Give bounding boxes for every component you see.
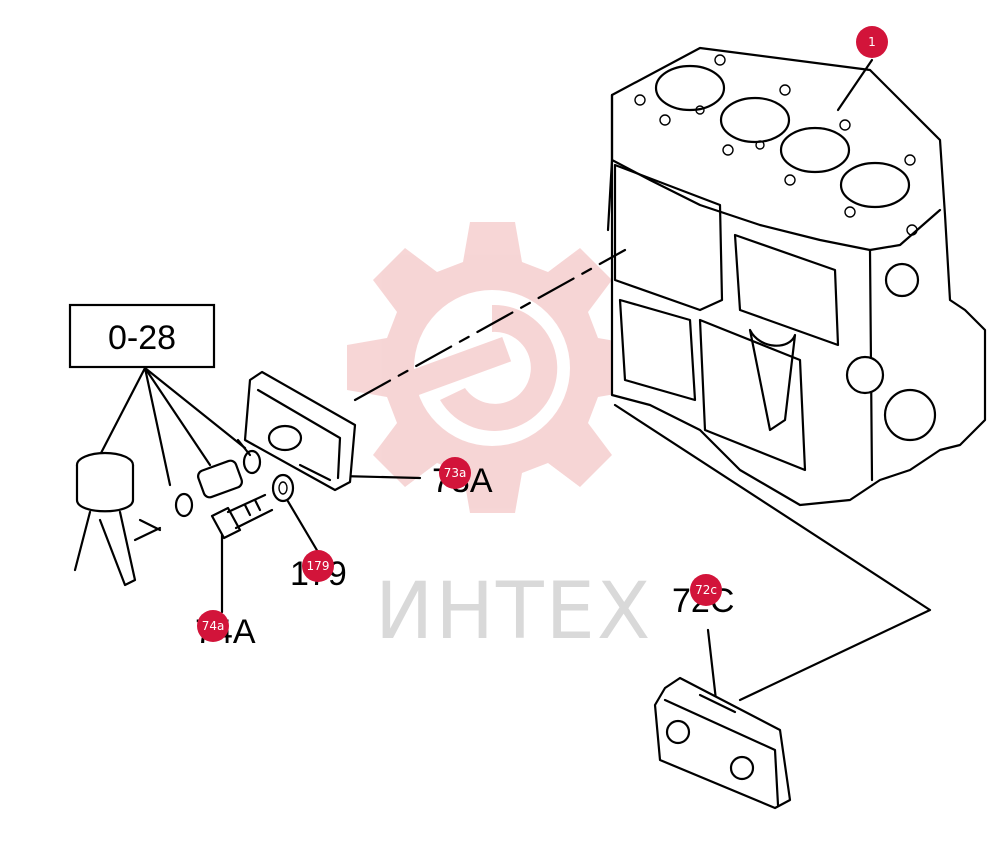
ref-box-label: 0-28 — [108, 319, 176, 357]
svg-text:179: 179 — [307, 559, 330, 573]
svg-text:1: 1 — [868, 35, 876, 49]
water-outlet-part — [243, 370, 357, 492]
badge-1[interactable]: 1 — [856, 26, 888, 58]
svg-text:73a: 73a — [444, 466, 467, 480]
gasket-part — [271, 473, 295, 503]
ref-box: 0-28 — [68, 303, 216, 369]
svg-text:74a: 74a — [202, 619, 225, 633]
svg-text:72c: 72c — [695, 583, 717, 597]
leader-lines — [98, 58, 932, 702]
bolt-part — [210, 493, 274, 540]
hose-assembly — [73, 438, 262, 587]
badge-74a[interactable]: 74a — [197, 610, 229, 642]
engine-block — [606, 46, 987, 507]
watermark-gear-icon — [347, 222, 638, 513]
badge-73a[interactable]: 73a — [439, 457, 471, 489]
badge-179[interactable]: 179 — [302, 550, 334, 582]
badge-72c[interactable]: 72c — [690, 574, 722, 606]
cover-plate-part — [653, 676, 792, 810]
watermark-text: ИНТЕХ — [375, 567, 652, 657]
